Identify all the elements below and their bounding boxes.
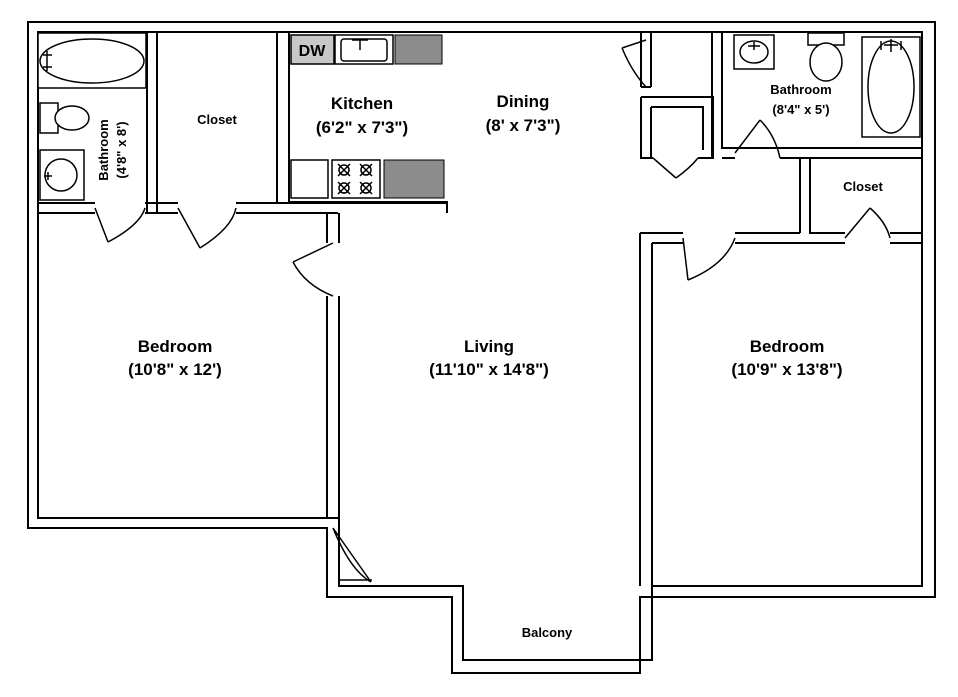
bedroom-left-name: Bedroom — [138, 337, 213, 356]
door-bathroom-left — [94, 207, 146, 243]
kitchen-size: (6'2" x 7'3") — [316, 118, 408, 137]
toilet-bowl-left — [54, 105, 90, 131]
dining-size: (8' x 7'3") — [486, 116, 561, 135]
living-size: (11'10" x 14'8") — [429, 360, 549, 379]
living-name: Living — [464, 337, 514, 356]
interior-walls — [38, 32, 922, 586]
bedroom-right-size: (10'9" x 13'8") — [731, 360, 842, 379]
bathroom-left-name: Bathroom — [96, 119, 111, 180]
refrigerator — [290, 159, 329, 199]
balcony-name: Balcony — [522, 625, 573, 640]
kitchen-name: Kitchen — [331, 94, 393, 113]
door-closet-upper — [621, 39, 647, 88]
door-closet-lower — [652, 157, 699, 179]
counter-upper — [394, 34, 443, 65]
door-closet-right — [844, 207, 891, 239]
dishwasher-label: DW — [299, 43, 327, 60]
dining-name: Dining — [497, 92, 550, 111]
bedroom-right-name: Bedroom — [750, 337, 825, 356]
door-entry — [332, 527, 372, 583]
kitchen-fixtures: DW — [290, 34, 445, 199]
bathroom-right-size: (8'4" x 5') — [772, 102, 829, 117]
door-bedroom-left — [292, 242, 334, 297]
bathroom-left-size: (4'8" x 8') — [114, 121, 129, 178]
dishwasher — [290, 34, 335, 65]
left-bathroom-fixtures — [37, 32, 147, 201]
right-bathroom-fixtures — [733, 32, 921, 138]
tub-faucet-icon — [43, 51, 52, 71]
door-bathroom-right — [734, 119, 781, 159]
closet-left-name: Closet — [197, 112, 237, 127]
door-bedroom-right — [682, 237, 736, 281]
door-closet-left — [177, 207, 237, 249]
toilet-bowl-right — [809, 42, 843, 82]
bedroom-left-size: (10'8" x 12') — [128, 360, 222, 379]
room-labels: Bedroom (10'8" x 12') Living (11'10" x 1… — [96, 82, 884, 640]
counter-lower — [383, 159, 445, 199]
closet-right-name: Closet — [843, 179, 883, 194]
outer-walls — [27, 21, 936, 674]
doors — [94, 39, 891, 583]
bathroom-right-name: Bathroom — [770, 82, 831, 97]
